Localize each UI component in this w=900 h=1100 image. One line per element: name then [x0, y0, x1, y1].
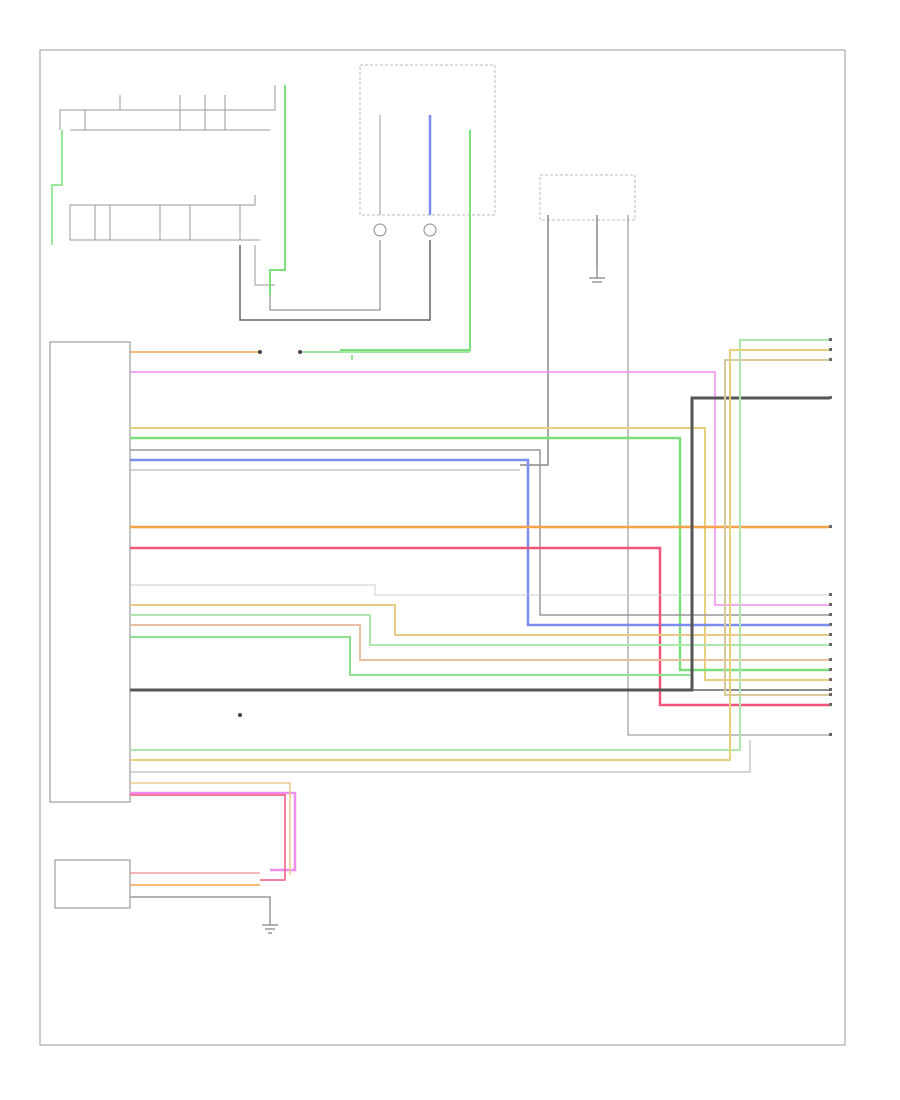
wire-bottom-pink	[130, 791, 297, 872]
remote-green-wire	[340, 130, 471, 351]
wire-bottom-red	[130, 794, 286, 881]
wire-blue	[130, 458, 830, 627]
connector-left	[373, 223, 387, 237]
amplifier-box	[54, 859, 131, 909]
ground-symbol-bottom	[262, 915, 278, 934]
right-conn-wire-1	[520, 215, 549, 466]
amplifier-wire-3	[130, 896, 271, 915]
radio-module-box	[49, 341, 131, 803]
steering-switch-upper	[59, 85, 276, 131]
wire-right-yellow	[130, 349, 830, 761]
steering-switch-lower	[69, 195, 275, 286]
splice-points	[238, 350, 302, 717]
wire-red	[130, 546, 830, 707]
steering-green-wire-left	[51, 130, 63, 245]
right-terminal-markers	[829, 338, 832, 736]
wire-green	[130, 436, 830, 672]
ground-symbol-top	[589, 270, 605, 283]
wire-gray-1	[130, 449, 830, 616]
connector-right	[423, 223, 437, 237]
right-conn-wire-3	[627, 215, 830, 736]
wire-right-gray	[130, 740, 751, 773]
wire-tan-1	[130, 604, 830, 636]
wire-right-green	[130, 339, 830, 751]
steering-ground-bus-2	[269, 240, 381, 311]
wire-tan-2	[130, 624, 830, 661]
wire-light-gray	[130, 584, 830, 596]
wire-right-tan	[724, 359, 830, 696]
wire-green-2	[130, 614, 830, 646]
wire-dark	[130, 396, 830, 692]
steering-ground-bus	[239, 240, 431, 321]
wire-green-3	[130, 636, 690, 676]
wire-pink	[130, 371, 830, 606]
wire-yellow	[130, 427, 830, 681]
remote-devices-box	[359, 64, 496, 216]
diagram-frame	[39, 49, 846, 1046]
steering-green-wire	[269, 85, 286, 295]
right-connector-box	[539, 174, 636, 221]
wire-bottom-tan	[130, 782, 291, 875]
